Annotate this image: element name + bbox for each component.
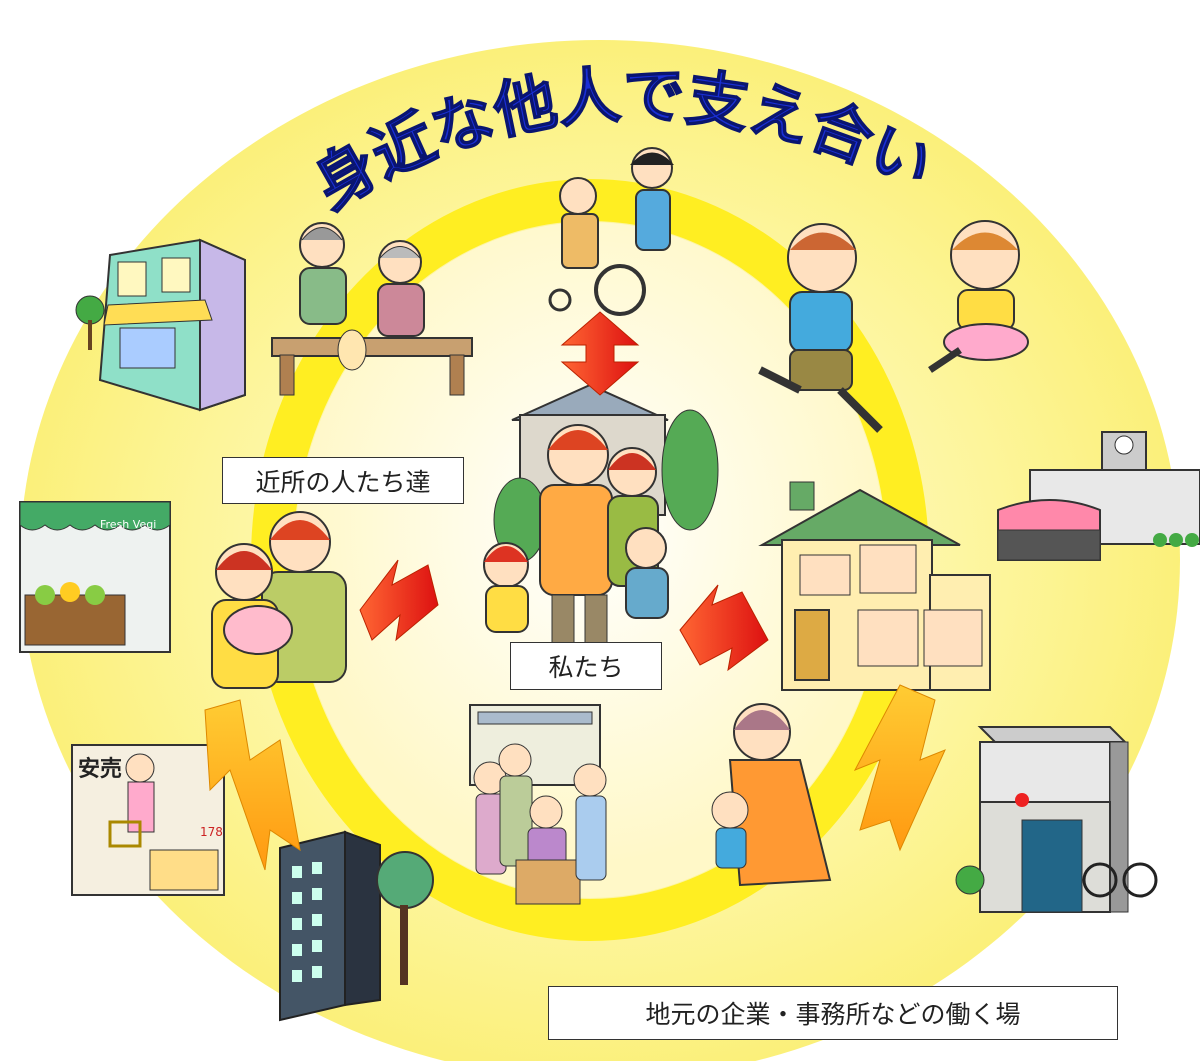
caregiver-wheelchair-illustration <box>548 147 674 316</box>
jumping-children-illustration <box>758 220 1029 433</box>
care-facility-illustration <box>469 704 607 905</box>
office-tower-illustration <box>279 830 434 1022</box>
price-tag: 178 <box>200 825 223 839</box>
school-building-illustration <box>997 431 1200 561</box>
sale-sign: 安売 <box>78 756 122 782</box>
central-family-illustration <box>483 383 719 646</box>
lower-left-lightning-arrow <box>204 699 301 871</box>
left-zigzag-arrow <box>359 559 439 642</box>
vertical-double-arrow <box>560 311 640 396</box>
elderly-couple-illustration <box>271 222 473 396</box>
right-zigzag-arrow <box>679 584 769 672</box>
us-label: 私たち <box>510 642 662 690</box>
produce-shop-sign: Fresh Vegi <box>100 518 156 531</box>
neighbors-label: 近所の人たち達 <box>222 457 464 504</box>
shop-building-illustration <box>75 238 246 412</box>
vegetable-shop-illustration: Fresh Vegi <box>19 501 171 653</box>
police-box-illustration <box>955 726 1158 913</box>
workplaces-label: 地元の企業・事務所などの働く場 <box>548 986 1118 1040</box>
multigeneration-house-illustration <box>758 481 991 691</box>
grandmother-child-illustration <box>711 703 832 887</box>
neighbor-family-illustration <box>211 511 347 689</box>
supermarket-illustration: 安売 178 <box>71 744 225 896</box>
lower-right-lightning-arrow <box>853 684 946 852</box>
